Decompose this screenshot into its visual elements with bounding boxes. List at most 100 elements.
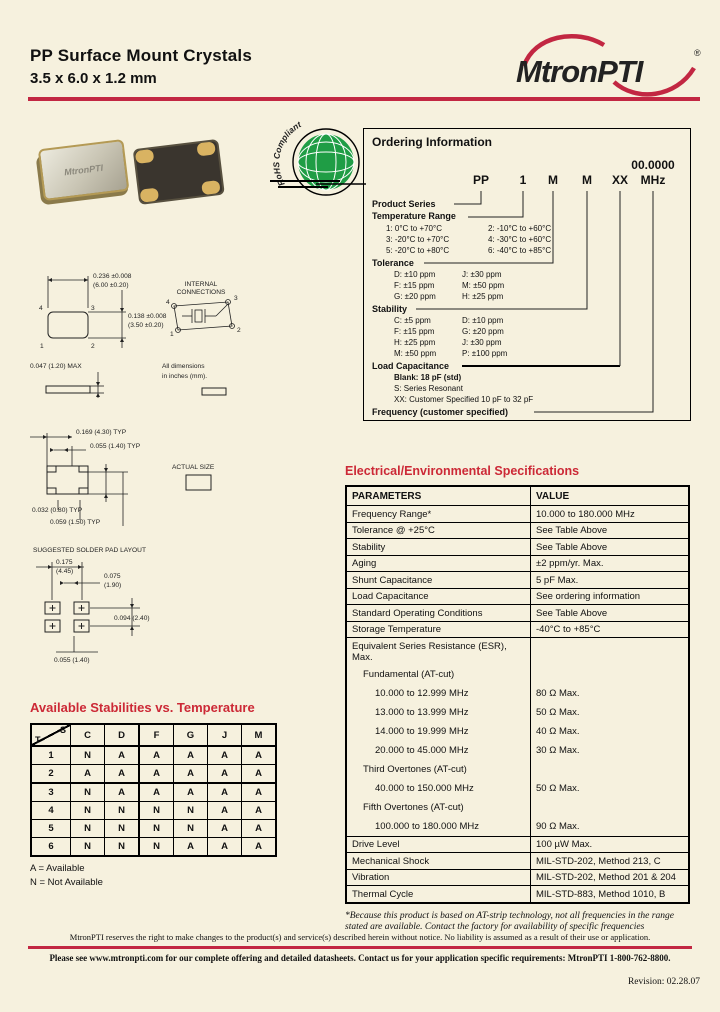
availability-cell: A: [241, 837, 277, 857]
pad-dim-gap-in: 0.075: [104, 573, 121, 580]
revision-label: Revision: 02.28.07: [627, 977, 700, 987]
stability-col-header: M: [241, 723, 277, 747]
spec-param: Storage Temperature: [345, 620, 531, 638]
table-row: Fundamental (AT-cut): [345, 664, 690, 684]
availability-cell: N: [138, 801, 174, 820]
code-frequency-unit: MHz: [640, 173, 666, 187]
spec-value: [530, 797, 690, 817]
stability-option: F: ±15 ppm: [394, 327, 435, 336]
spec-param: Equivalent Series Resistance (ESR), Max.: [345, 637, 531, 665]
side-view-outline: [45, 385, 91, 394]
spec-section-title: Electrical/Environmental Specifications: [345, 464, 580, 478]
table-row: Aging±2 ppm/yr. Max.: [345, 554, 690, 572]
solder-pads: [44, 601, 90, 633]
spec-param: 14.000 to 19.999 MHz: [345, 721, 531, 741]
code-stability: M: [582, 173, 592, 187]
fig-dimensions-note: All dimensions in inches (mm).: [162, 363, 227, 396]
table-row: Fifth Overtones (AT-cut): [345, 797, 690, 817]
product-photo-front: MtronPTI: [35, 137, 134, 210]
availability-cell: A: [241, 745, 277, 765]
spec-param: 40.000 to 150.000 MHz: [345, 778, 531, 798]
rohs-label: RoHS Compliant: [271, 119, 304, 188]
stability-option: M: ±50 ppm: [394, 349, 437, 358]
spec-param: Fundamental (AT-cut): [345, 664, 531, 684]
bottom-dim-pad-h: 0.059 (1.50) TYP: [50, 519, 101, 526]
footer-disclaimer: MtronPTI reserves the right to make chan…: [69, 932, 651, 942]
footer-rule: [28, 946, 692, 949]
top-view-dimension-lines: [47, 276, 126, 348]
stability-table: S T C D F G J M 1 N A A A A A 2 A A A A …: [30, 723, 277, 857]
availability-cell: A: [207, 801, 242, 820]
page-title-block: PP Surface Mount Crystals 3.5 x 6.0 x 1.…: [30, 46, 252, 87]
stability-option: D: ±10 ppm: [462, 316, 504, 325]
spec-value: See ordering information: [530, 587, 690, 605]
bottom-dim-outer: 0.169 (4.30) TYP: [76, 429, 127, 436]
spec-param: Fifth Overtones (AT-cut): [345, 797, 531, 817]
availability-cell: N: [70, 837, 105, 857]
availability-cell: N: [104, 837, 140, 857]
product-title: PP Surface Mount Crystals: [30, 46, 252, 65]
code-temperature-range: 1: [519, 173, 527, 187]
internal-title-2: CONNECTIONS: [177, 289, 226, 296]
stability-section: Available Stabilities vs. Temperature S …: [30, 700, 277, 890]
spec-value: MIL-STD-202, Method 213, C: [530, 852, 690, 870]
spec-param: 10.000 to 12.999 MHz: [345, 683, 531, 703]
spec-param: 100.000 to 180.000 MHz: [345, 816, 531, 836]
row-temp-label: 5: [30, 819, 71, 838]
spec-param: Standard Operating Conditions: [345, 604, 531, 622]
actual-size-label: ACTUAL SIZE: [172, 464, 215, 471]
pin-number: 4: [166, 299, 170, 306]
spec-value: 40 Ω Max.: [530, 721, 690, 741]
availability-cell: A: [138, 764, 174, 784]
availability-cell: A: [173, 745, 208, 765]
spec-value: See Table Above: [530, 604, 690, 622]
availability-cell: A: [138, 745, 174, 765]
availability-cell: N: [70, 801, 105, 820]
globe-icon: [292, 128, 360, 196]
tolerance-option: D: ±10 ppm: [394, 270, 436, 279]
pin-number: 2: [91, 343, 95, 350]
spec-value: 80 Ω Max.: [530, 683, 690, 703]
ordering-label-stability: Stability: [372, 304, 408, 314]
temp-option: 1: 0°C to +70°C: [386, 224, 442, 233]
availability-cell: A: [241, 801, 277, 820]
availability-cell: A: [104, 764, 140, 784]
side-view-dim: 0.047 (1.20) MAX: [30, 363, 82, 370]
spec-value: ±2 ppm/yr. Max.: [530, 554, 690, 572]
spec-param: Third Overtones (AT-cut): [345, 759, 531, 779]
temp-option: 6: -40°C to +85°C: [488, 246, 552, 255]
stability-option: C: ±5 ppm: [394, 316, 431, 325]
spec-value: [530, 637, 690, 665]
availability-cell: N: [70, 782, 105, 802]
logo-swoosh-icon: [521, 33, 696, 97]
table-row: Storage Temperature-40°C to +85°C: [345, 620, 690, 638]
stability-option: J: ±30 ppm: [462, 338, 502, 347]
temp-option: 3: -20°C to +70°C: [386, 235, 450, 244]
pad-layout-title: SUGGESTED SOLDER PAD LAYOUT: [33, 547, 146, 554]
globe-underline-strokes: [270, 180, 366, 188]
row-temp-label: 3: [30, 782, 71, 802]
spec-value: -40°C to +85°C: [530, 620, 690, 638]
table-row: Equivalent Series Resistance (ESR), Max.: [345, 637, 690, 665]
tolerance-option: F: ±15 ppm: [394, 281, 435, 290]
stability-col-header: F: [138, 723, 174, 747]
availability-cell: N: [70, 819, 105, 838]
spec-value: MIL-STD-202, Method 201 & 204: [530, 868, 690, 886]
fig-side-view: 0.047 (1.20) MAX: [30, 363, 104, 398]
pad-layout-dimension-lines: [36, 562, 140, 653]
load-option: Blank: 18 pF (std): [394, 373, 462, 382]
pin-number: 4: [39, 305, 43, 312]
pad-dim-gap-mm: (1.90): [104, 582, 121, 589]
spec-value: 10.000 to 180.000 MHz: [530, 505, 690, 523]
row-temp-label: 4: [30, 801, 71, 820]
ordering-label-temperature: Temperature Range: [372, 211, 456, 221]
availability-cell: N: [70, 745, 105, 765]
